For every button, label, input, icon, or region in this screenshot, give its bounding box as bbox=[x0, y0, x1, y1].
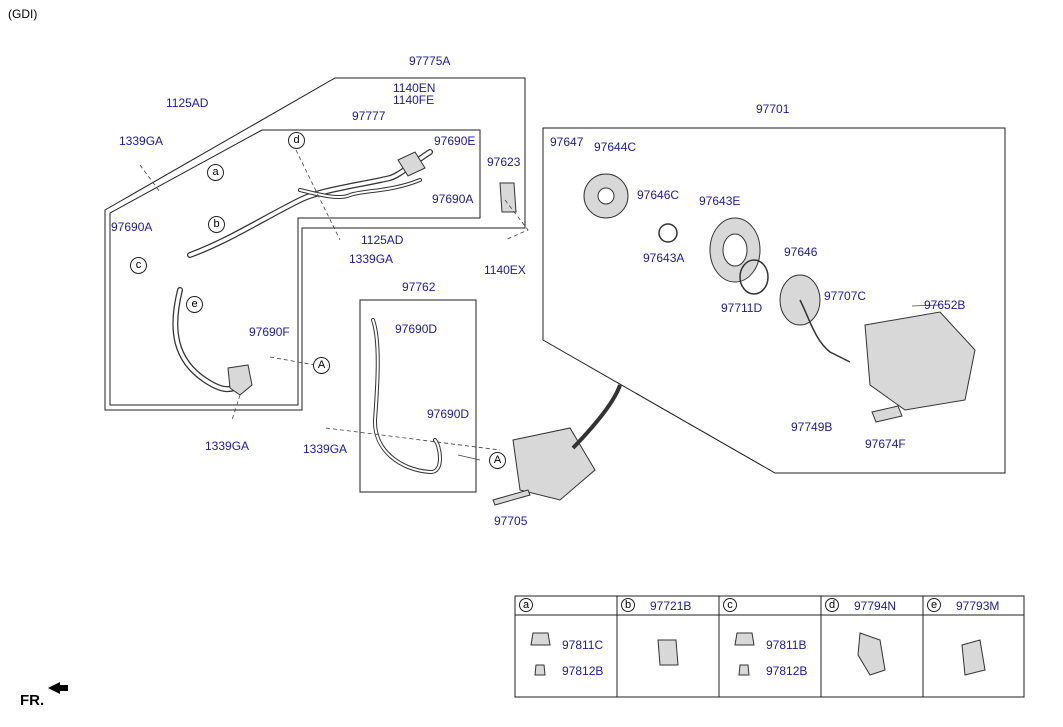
legend-item-a-1[interactable]: 97811C bbox=[562, 638, 604, 652]
part-1339GA-left[interactable]: 1339GA bbox=[119, 134, 164, 148]
legend-key-e: e bbox=[927, 598, 941, 612]
legend-item-c-1[interactable]: 97811B bbox=[766, 638, 807, 652]
part-1140FE[interactable]: 1140FE bbox=[393, 93, 435, 107]
sensor-97674F bbox=[871, 405, 903, 423]
assembly-frame-97777 bbox=[109, 129, 481, 406]
part-1125AD-mid[interactable]: 1125AD bbox=[361, 233, 404, 247]
part-1339GA-bottom[interactable]: 1339GA bbox=[205, 439, 250, 453]
part-1140EN[interactable]: 1140EN bbox=[393, 81, 436, 95]
callout-A-2[interactable]: A bbox=[489, 452, 506, 469]
front-label: FR. bbox=[20, 692, 45, 709]
part-97644C[interactable]: 97644C bbox=[594, 140, 637, 154]
front-arrow-icon bbox=[48, 682, 68, 694]
part-1125AD-top[interactable]: 1125AD bbox=[166, 96, 209, 110]
legend-item-a-2[interactable]: 97812B bbox=[562, 664, 604, 678]
valve-shape bbox=[397, 151, 426, 177]
part-97674F[interactable]: 97674F bbox=[865, 437, 906, 451]
part-97762[interactable]: 97762 bbox=[402, 280, 436, 294]
wire-harness bbox=[799, 299, 851, 363]
legend-item-c-2[interactable]: 97812B bbox=[766, 664, 808, 678]
assembly-frame-97762 bbox=[359, 299, 477, 493]
callout-b[interactable]: b bbox=[208, 216, 225, 233]
part-97690A-left[interactable]: 97690A bbox=[111, 220, 153, 234]
part-97690F[interactable]: 97690F bbox=[249, 325, 290, 339]
part-97711D[interactable]: 97711D bbox=[721, 301, 763, 315]
legend-table bbox=[514, 595, 1025, 698]
part-97690E[interactable]: 97690E bbox=[434, 134, 476, 148]
arrow-pointer bbox=[571, 384, 622, 450]
part-97690D-bottom[interactable]: 97690D bbox=[427, 407, 470, 421]
assembly-frame-97701 bbox=[542, 127, 1006, 474]
callout-e[interactable]: e bbox=[186, 296, 203, 313]
part-97707C[interactable]: 97707C bbox=[824, 289, 867, 303]
legend-key-b: b bbox=[621, 598, 635, 612]
part-97643A[interactable]: 97643A bbox=[643, 251, 685, 265]
part-97643E[interactable]: 97643E bbox=[699, 194, 741, 208]
part-1339GA-mid[interactable]: 1339GA bbox=[349, 252, 394, 266]
receiver-97623 bbox=[499, 182, 517, 213]
part-97701[interactable]: 97701 bbox=[756, 102, 790, 116]
part-97690A-right[interactable]: 97690A bbox=[432, 192, 474, 206]
part-97652B[interactable]: 97652B bbox=[924, 298, 966, 312]
legend-part-b[interactable]: 97721B bbox=[650, 599, 692, 613]
legend-key-d: d bbox=[825, 598, 839, 612]
legend-key-c: c bbox=[723, 598, 737, 612]
snap-ring-97643A bbox=[658, 223, 678, 243]
part-97646C[interactable]: 97646C bbox=[637, 188, 680, 202]
callout-a[interactable]: a bbox=[207, 164, 224, 181]
assembly-frame-97775A bbox=[104, 77, 526, 411]
part-1140EX[interactable]: 1140EX bbox=[484, 263, 526, 277]
legend-part-e[interactable]: 97793M bbox=[956, 599, 1000, 613]
part-97777[interactable]: 97777 bbox=[352, 109, 386, 123]
variant-label: (GDI) bbox=[8, 7, 38, 21]
part-97647[interactable]: 97647 bbox=[550, 135, 584, 149]
part-97705[interactable]: 97705 bbox=[494, 514, 528, 528]
compressor-97701 bbox=[864, 311, 976, 411]
bolt-97705 bbox=[492, 489, 531, 506]
legend-key-a: a bbox=[519, 598, 533, 612]
part-1339GA-b2[interactable]: 1339GA bbox=[303, 442, 348, 456]
callout-A-1[interactable]: A bbox=[313, 357, 330, 374]
ring-97711D bbox=[739, 259, 769, 295]
part-97623[interactable]: 97623 bbox=[487, 155, 521, 169]
muffler-shape bbox=[227, 364, 253, 396]
callout-c[interactable]: c bbox=[130, 257, 147, 274]
part-97646[interactable]: 97646 bbox=[784, 245, 818, 259]
callout-d[interactable]: d bbox=[288, 132, 305, 149]
part-97775A[interactable]: 97775A bbox=[409, 54, 451, 68]
legend-part-d[interactable]: 97794N bbox=[854, 599, 897, 613]
part-97749B[interactable]: 97749B bbox=[791, 420, 833, 434]
part-97690D-top[interactable]: 97690D bbox=[395, 322, 438, 336]
